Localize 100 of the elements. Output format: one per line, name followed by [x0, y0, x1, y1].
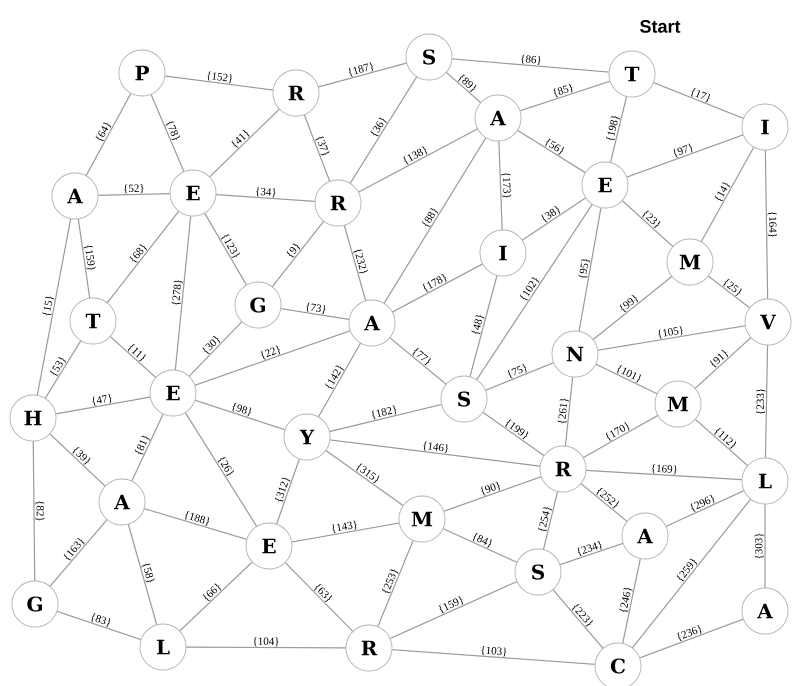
- connector-line: [596, 364, 658, 394]
- edge-label: {98}: [232, 402, 252, 416]
- connector-line: [542, 492, 558, 550]
- edge-label: {91}: [710, 350, 728, 368]
- connector-line: [560, 542, 623, 566]
- edge-label: {86}: [521, 54, 541, 65]
- connector-line: [700, 147, 754, 242]
- connector-line: [216, 194, 315, 202]
- connector-line: [583, 415, 658, 458]
- edge-label: {82}: [35, 501, 44, 521]
- edge-label: {83}: [92, 613, 110, 627]
- connector-line: [326, 450, 404, 506]
- edge-label: {234}: [578, 540, 602, 556]
- connector-line: [284, 562, 354, 632]
- connector-line: [632, 499, 751, 648]
- edge-label: {37}: [315, 136, 330, 156]
- connector-line: [392, 264, 483, 312]
- edge-label: {89}: [458, 74, 476, 92]
- connector-line: [390, 581, 517, 639]
- edge-label: {39}: [72, 447, 90, 464]
- connector-line: [482, 412, 544, 456]
- connector-line: [522, 198, 586, 240]
- connector-line: [131, 414, 164, 482]
- connector-line: [446, 72, 481, 103]
- edge-label: {303}: [754, 533, 764, 559]
- connector-line: [443, 528, 517, 563]
- connector-line: [292, 522, 400, 543]
- edge-label: {169}: [652, 464, 677, 474]
- edge-label: {84}: [473, 532, 492, 548]
- connector-line: [666, 490, 744, 527]
- edge-label: {103}: [481, 646, 506, 657]
- connector-line: [350, 76, 418, 184]
- connector-line: [476, 204, 593, 380]
- edge-label: {178}: [423, 274, 446, 292]
- edge-label: {198}: [606, 116, 620, 140]
- connector-line: [110, 336, 156, 378]
- edge-label: {312}: [274, 478, 290, 502]
- edge-label: {30}: [202, 336, 220, 354]
- edge-label: {159}: [439, 596, 463, 614]
- edge-label: {68}: [130, 244, 147, 263]
- edge-label: {15}: [42, 296, 54, 316]
- connector-line: [626, 134, 744, 178]
- connector-line: [180, 562, 252, 632]
- connector-line: [764, 345, 768, 458]
- edge-label: {81}: [134, 436, 150, 454]
- edge-label: {11}: [128, 344, 146, 362]
- edge-label: {187}: [348, 62, 374, 77]
- edge-label: {23}: [642, 210, 660, 228]
- edge-label: {143}: [332, 520, 357, 534]
- edge-label: {9}: [286, 244, 300, 258]
- edge-label: {17}: [691, 88, 710, 102]
- connector-line: [128, 524, 158, 625]
- edge-label: {64}: [96, 122, 112, 142]
- edge-label: {246}: [619, 588, 632, 612]
- edge-label: {97}: [674, 144, 692, 158]
- connector-line: [44, 340, 82, 398]
- connector-line: [276, 458, 300, 524]
- edge-label: {90}: [481, 482, 500, 496]
- edge-label: {278}: [172, 280, 183, 305]
- connector-line: [184, 412, 258, 526]
- connector-line: [622, 558, 641, 644]
- connector-line: [188, 321, 242, 377]
- edge-label: {254}: [538, 506, 552, 532]
- connector-line: [580, 483, 628, 522]
- connector-line: [708, 276, 750, 308]
- edge-label: {261}: [558, 398, 569, 424]
- edge-label: {34}: [256, 187, 276, 198]
- edge-label: {142}: [325, 366, 344, 389]
- connector-line: [144, 508, 247, 540]
- connector-line: [578, 208, 602, 332]
- edge-label: {232}: [353, 249, 368, 274]
- connector-line: [392, 649, 595, 665]
- connector-line: [586, 470, 742, 480]
- edge-label: {159}: [84, 245, 96, 270]
- connector-line: [32, 441, 36, 581]
- start-label: Start: [640, 20, 680, 33]
- connector-line: [764, 150, 768, 299]
- connector-line: [204, 212, 247, 286]
- connector-line: [56, 396, 150, 414]
- connector-line: [150, 94, 184, 172]
- connector-line: [318, 343, 361, 417]
- edge-label: {99}: [620, 295, 638, 312]
- edge-label: {48}: [472, 315, 484, 334]
- connector-line: [552, 589, 604, 649]
- connector-line: [330, 404, 442, 432]
- edge-label: {78}: [166, 121, 180, 140]
- connector-line: [654, 82, 744, 119]
- connector-line: [598, 325, 745, 351]
- connector-line: [592, 276, 672, 340]
- connector-line: [57, 610, 141, 640]
- connector-line: [36, 218, 72, 396]
- connector-line: [194, 330, 350, 386]
- connector-line: [444, 476, 542, 512]
- connector-line: [174, 216, 192, 370]
- connector-line: [195, 400, 285, 430]
- edge-label: {47}: [92, 394, 112, 406]
- connector-line: [498, 141, 503, 230]
- connector-line: [518, 130, 586, 174]
- edge-label: {38}: [542, 206, 560, 222]
- connector-line: [318, 62, 407, 88]
